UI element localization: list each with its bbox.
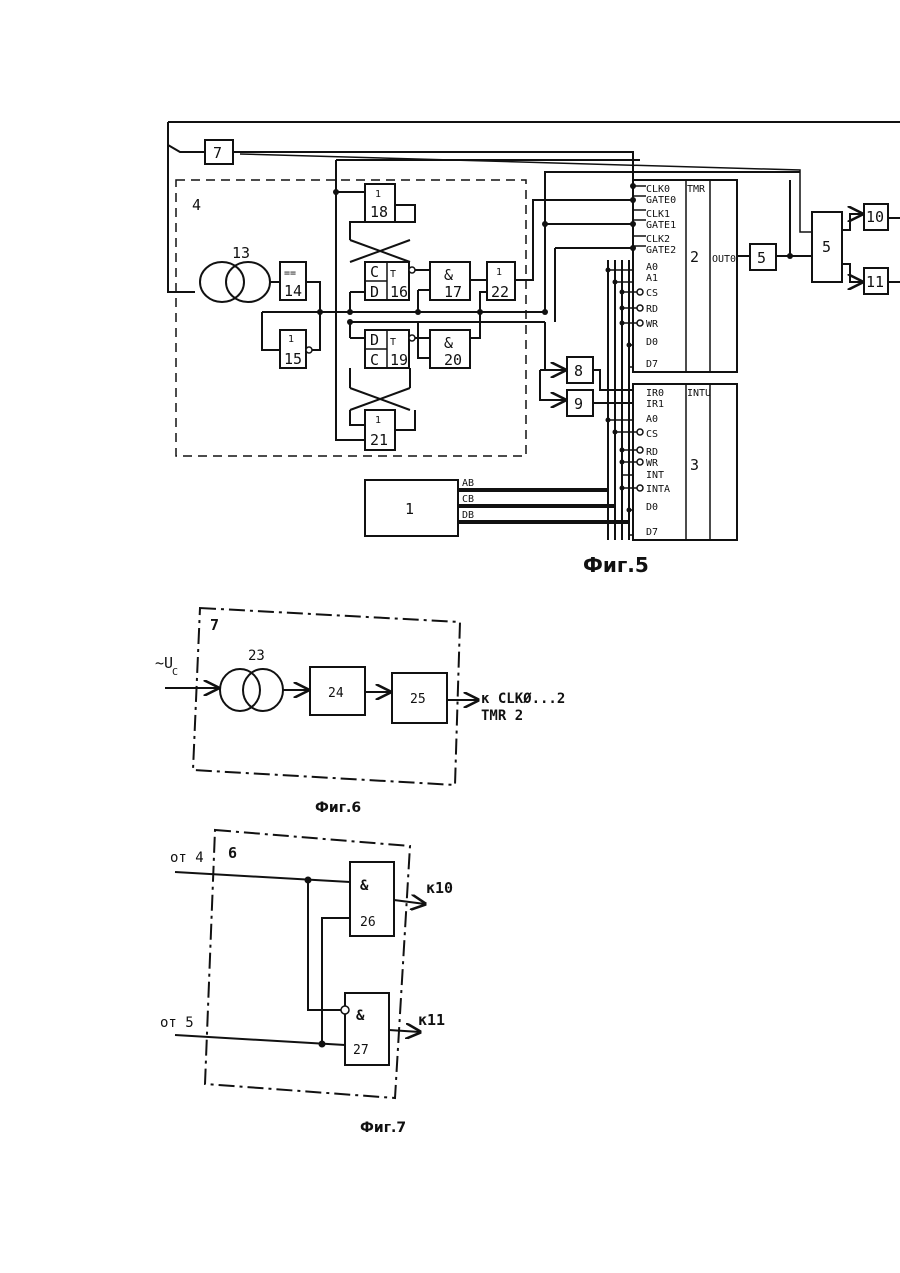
- svg-text:15: 15: [284, 350, 302, 368]
- figure-7: 6 от 4 от 5 & 26 к10 & 27 к11 Фиг.7: [160, 830, 453, 1136]
- svg-text:1: 1: [288, 334, 294, 345]
- svg-text:20: 20: [444, 351, 462, 369]
- bus-cb-label: CB: [462, 494, 474, 505]
- svg-text:RD: RD: [646, 447, 658, 458]
- svg-text:CLK1: CLK1: [646, 209, 670, 220]
- svg-text:8: 8: [574, 362, 583, 380]
- svg-text:C: C: [172, 667, 178, 678]
- svg-text:1: 1: [405, 500, 414, 518]
- svg-text:24: 24: [328, 686, 344, 701]
- transformer-23-secondary: [243, 669, 283, 711]
- svg-text:22: 22: [491, 283, 509, 301]
- svg-text:INTA: INTA: [646, 484, 670, 495]
- bus-ab-label: AB: [462, 478, 474, 489]
- transformer-23-primary: [220, 669, 260, 711]
- figure-5-caption: Фиг.5: [583, 553, 649, 577]
- block-4-label: 4: [192, 196, 201, 214]
- svg-text:IR1: IR1: [646, 399, 664, 410]
- svg-text:&: &: [360, 878, 369, 894]
- svg-text:25: 25: [410, 692, 426, 707]
- svg-text:CS: CS: [646, 288, 658, 299]
- figure-6-caption: Фиг.6: [315, 800, 361, 816]
- svg-text:11: 11: [866, 273, 884, 291]
- svg-text:RD: RD: [646, 304, 658, 315]
- svg-text:GATE0: GATE0: [646, 195, 676, 206]
- input-voltage-label: ~U: [155, 654, 173, 672]
- svg-text:C: C: [370, 263, 379, 281]
- svg-text:OUT0: OUT0: [712, 254, 736, 265]
- input-from-5-label: от 5: [160, 1015, 194, 1031]
- svg-text:CS: CS: [646, 429, 658, 440]
- svg-text:5: 5: [757, 249, 766, 267]
- svg-text:1: 1: [496, 267, 502, 278]
- svg-text:==: ==: [284, 268, 296, 279]
- svg-text:IR0: IR0: [646, 388, 664, 399]
- svg-text:WR: WR: [646, 319, 659, 330]
- svg-text:21: 21: [370, 431, 388, 449]
- svg-text:CLK2: CLK2: [646, 234, 670, 245]
- svg-text:1: 1: [375, 415, 381, 426]
- fig7-frame-label: 6: [228, 844, 237, 862]
- figure-5: 7 4 13 == 14 1 15 1 18: [168, 122, 900, 577]
- svg-text:&: &: [444, 334, 453, 352]
- svg-text:C: C: [370, 351, 379, 369]
- svg-text:14: 14: [284, 282, 302, 300]
- svg-text:A1: A1: [646, 273, 658, 284]
- svg-text:A0: A0: [646, 262, 658, 273]
- svg-text:INTU: INTU: [687, 388, 711, 399]
- svg-text:2: 2: [690, 248, 699, 266]
- svg-text:5: 5: [822, 238, 831, 256]
- svg-text:INT: INT: [646, 470, 664, 481]
- svg-text:D0: D0: [646, 502, 658, 513]
- svg-text:10: 10: [866, 208, 884, 226]
- svg-text:A0: A0: [646, 414, 658, 425]
- block-7-label: 7: [213, 144, 222, 162]
- input-from-4-label: от 4: [170, 850, 204, 866]
- svg-text:D: D: [370, 283, 379, 301]
- svg-text:TMR 2: TMR 2: [481, 708, 523, 724]
- svg-text:WR: WR: [646, 458, 659, 469]
- svg-text:18: 18: [370, 203, 388, 221]
- svg-text:17: 17: [444, 283, 462, 301]
- svg-text:26: 26: [360, 915, 376, 930]
- svg-text:D7: D7: [646, 359, 658, 370]
- output-to-11-label: к11: [418, 1011, 445, 1029]
- block-13-label: 13: [232, 244, 250, 262]
- figure-7-caption: Фиг.7: [360, 1120, 406, 1136]
- svg-text:D: D: [370, 331, 379, 349]
- svg-text:&: &: [356, 1008, 365, 1024]
- fig6-output-label: к CLKØ...2: [481, 691, 565, 707]
- svg-text:16: 16: [390, 283, 408, 301]
- svg-text:9: 9: [574, 395, 583, 413]
- fig6-frame-label: 7: [210, 616, 219, 634]
- svg-text:D0: D0: [646, 337, 658, 348]
- svg-text:T: T: [390, 337, 396, 348]
- svg-text:1: 1: [375, 189, 381, 200]
- transformer-13-secondary: [226, 262, 270, 302]
- block-23-label: 23: [248, 648, 265, 664]
- svg-text:CLK0: CLK0: [646, 184, 670, 195]
- svg-text:GATE2: GATE2: [646, 245, 676, 256]
- svg-text:27: 27: [353, 1043, 369, 1058]
- svg-text:&: &: [444, 266, 453, 284]
- svg-text:3: 3: [690, 456, 699, 474]
- figure-6: 7 ~U C 23 24 25 к CLKØ...2 TMR 2 Фиг.6: [155, 608, 565, 816]
- svg-text:GATE1: GATE1: [646, 220, 676, 231]
- svg-text:T: T: [390, 269, 396, 280]
- output-to-10-label: к10: [426, 879, 453, 897]
- svg-text:TMR: TMR: [687, 184, 706, 195]
- svg-text:D7: D7: [646, 527, 658, 538]
- transformer-13-primary: [200, 262, 244, 302]
- bus-db-label: DB: [462, 510, 474, 521]
- svg-text:19: 19: [390, 351, 408, 369]
